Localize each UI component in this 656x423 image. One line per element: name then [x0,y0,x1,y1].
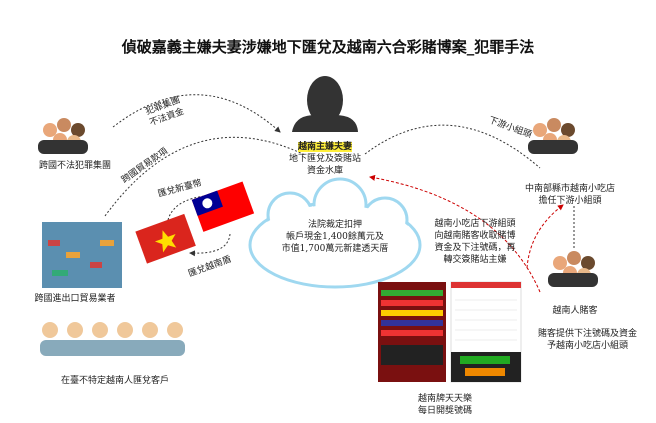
cloud-shape [248,177,422,289]
workers-icon [40,322,185,356]
arrow-downstream [364,124,541,169]
gambler-flow-label: 賭客提供下注號碼及資金 予越南小吃店小組頭 [525,328,650,352]
shop-flow-label: 越南小吃店下游組頭 向越南賭客收取賭博 資金及下注號碼，再 轉交簽賭站主嫌 [430,218,520,266]
page-title: 偵破嘉義主嫌夫妻涉嫌地下匯兌及越南六合彩賭博案_犯罪手法 [121,38,535,56]
shipping-port-image [42,222,122,288]
arrow-gambler-red [526,204,564,269]
center-line2: 地下匯兌及簽賭站 [288,154,361,164]
shop-flow-line2: 向越南賭客收取賭博 [434,231,516,241]
cloud-line3: 市值1,700萬元新建透天厝 [281,244,389,254]
shop-flow-line1: 越南小吃店下游組頭 [434,219,516,229]
arrow-trade [104,136,306,217]
arrow-remit-vnd [189,233,231,257]
shop-line1: 中南部縣市越南小吃店 [524,184,615,194]
center-line3: 資金水庫 [306,166,343,176]
suspects-highlight: 越南主嫌夫妻 [297,142,352,152]
gamblers-group-icon [548,251,598,287]
gamblers-label: 越南人賭客 [552,306,598,316]
center-label: 越南主嫌夫妻 地下匯兌及簽賭站 資金水庫 [280,141,370,177]
lottery-label: 越南牌天天樂 每日開獎號碼 [400,393,490,417]
crime-group-label: 跨國不法犯罪集團 [38,161,111,171]
shop-line2: 擔任下游小組頭 [538,196,602,206]
clients-label: 在臺不特定越南人匯兌客戶 [60,376,169,386]
shop-group-icon [528,118,578,154]
cloud-line2: 帳戶現金1,400餘萬元及 [286,232,384,242]
trade-label: 跨國進出口貿易業者 [34,294,116,304]
shop-label: 中南部縣市越南小吃店 擔任下游小組頭 [505,183,635,207]
arrow-crime-funds [112,94,281,133]
suspect-silhouette-icon [292,76,358,132]
cloud-text: 法院裁定扣押 帳戶現金1,400餘萬元及 市值1,700萬元新建透天厝 [260,219,410,255]
taiwan-flag-icon [191,181,255,232]
crime-group-icon [38,118,88,154]
gambler-flow-line1: 賭客提供下注號碼及資金 [537,329,637,339]
gambler-flow-line2: 予越南小吃店小組頭 [546,341,628,351]
arrow-remit-twd [167,192,223,221]
shop-flow-line4: 轉交簽賭站主嫌 [443,255,507,265]
lottery-line1: 越南牌天天樂 [417,394,472,404]
lottery-line2: 每日開獎號碼 [417,406,472,416]
shop-flow-line3: 資金及下注號碼，再 [434,243,516,253]
cloud-line1: 法院裁定扣押 [307,220,362,230]
vietnam-flag-icon [135,213,196,264]
